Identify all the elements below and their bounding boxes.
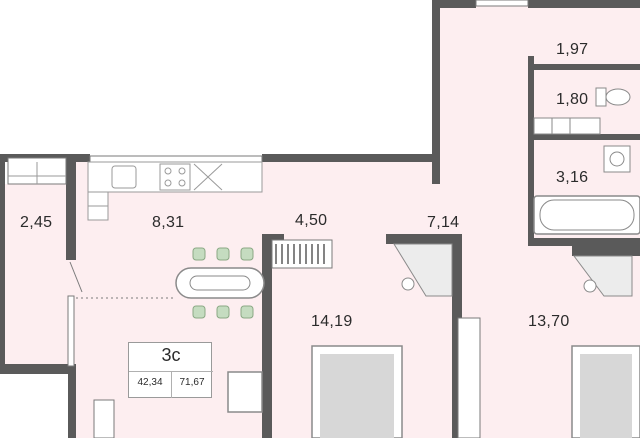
wall-bedroom2-top bbox=[386, 234, 460, 244]
kitchen-sink bbox=[111, 165, 137, 189]
wall-wc1-bottom bbox=[530, 64, 640, 70]
wall-bath-left bbox=[528, 56, 534, 244]
wall-left-lower bbox=[68, 366, 76, 438]
room-area-kitchen: 8,31 bbox=[152, 214, 185, 231]
shelf-wc bbox=[533, 117, 601, 135]
total-area-value: 71,67 bbox=[179, 377, 205, 388]
bed-1 bbox=[311, 345, 403, 438]
balcony-window-panes bbox=[8, 162, 66, 184]
balcony-door bbox=[69, 261, 83, 293]
badge-vertical-divider bbox=[171, 371, 172, 398]
wall-bedroom2-left bbox=[452, 234, 462, 438]
window-left bbox=[67, 295, 75, 367]
living-area-value: 42,34 bbox=[137, 377, 163, 388]
room-area-balcony: 2,45 bbox=[20, 214, 53, 231]
room-area-corridor: 4,50 bbox=[295, 212, 328, 229]
desk-bedroom-2 bbox=[573, 255, 633, 297]
room-area-hall: 7,14 bbox=[427, 214, 460, 231]
floor-balcony bbox=[4, 184, 70, 366]
radiator-corridor bbox=[271, 239, 333, 269]
room-area-bathroom: 3,16 bbox=[556, 169, 589, 186]
wall-top-b bbox=[528, 0, 640, 8]
wall-balcony-bottom bbox=[0, 364, 76, 374]
dining-table bbox=[175, 267, 265, 299]
apartment-summary-badge: 3с 42,34 71,67 bbox=[128, 342, 213, 398]
dining-chairs bbox=[192, 247, 254, 319]
window-top-main bbox=[89, 155, 263, 163]
window-top bbox=[475, 0, 529, 7]
bed-2 bbox=[571, 345, 640, 438]
toilet bbox=[595, 87, 631, 107]
wall-balcony-left bbox=[0, 154, 5, 366]
wall-bath-bottom bbox=[528, 238, 640, 246]
desk-bedroom-1 bbox=[393, 243, 453, 297]
radiator-fins bbox=[275, 244, 325, 264]
wall-bedroom1-left bbox=[262, 234, 272, 438]
armchair bbox=[227, 371, 263, 413]
wardrobes bbox=[93, 317, 481, 438]
room-area-bedroom-2: 13,70 bbox=[528, 313, 570, 330]
wall-right-wing-left bbox=[432, 0, 440, 184]
bath-sink bbox=[603, 145, 631, 173]
dining-area bbox=[175, 247, 265, 319]
wall-balcony-right bbox=[66, 156, 76, 260]
room-area-wc-lower: 1,80 bbox=[556, 91, 589, 108]
kitchen-counter bbox=[87, 161, 263, 221]
wall-top-main-b bbox=[262, 154, 440, 162]
wall-bedroom2-partition bbox=[572, 246, 640, 256]
room-area-wc-upper: 1,97 bbox=[556, 41, 589, 58]
wall-wc2-bottom bbox=[530, 134, 640, 140]
kitchen-stove bbox=[159, 163, 191, 191]
wall-top-a bbox=[432, 0, 476, 8]
apartment-type: 3с bbox=[161, 345, 181, 365]
wall-bedroom1-top bbox=[262, 234, 284, 242]
bathtub bbox=[533, 195, 640, 235]
room-area-bedroom-1: 14,19 bbox=[311, 313, 353, 330]
